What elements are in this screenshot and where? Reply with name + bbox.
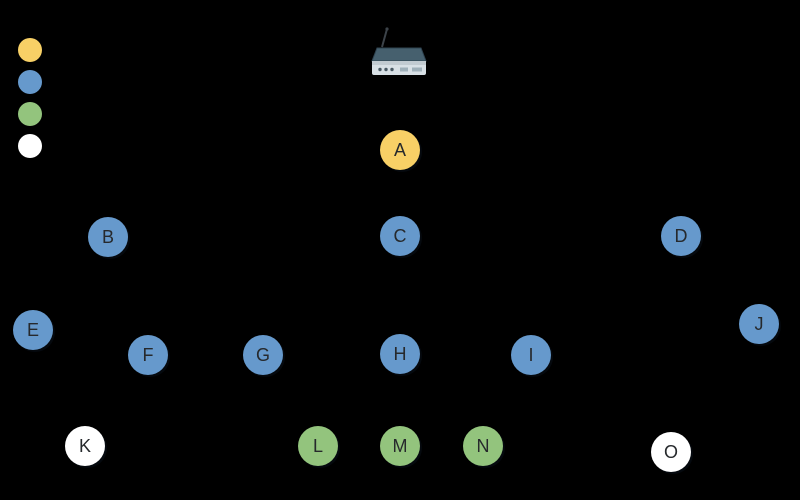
node-G[interactable]: G [243,335,283,375]
node-A[interactable]: A [380,130,420,170]
node-J[interactable]: J [739,304,779,344]
node-D[interactable]: D [661,216,701,256]
legend-swatch-blue [18,70,42,94]
node-H[interactable]: H [380,334,420,374]
legend [18,38,42,158]
node-C[interactable]: C [380,216,420,256]
node-M[interactable]: M [380,426,420,466]
node-I[interactable]: I [511,335,551,375]
node-E[interactable]: E [13,310,53,350]
node-B[interactable]: B [88,217,128,257]
node-L[interactable]: L [298,426,338,466]
legend-swatch-white [18,134,42,158]
node-N[interactable]: N [463,426,503,466]
legend-swatch-green [18,102,42,126]
legend-swatch-yellow [18,38,42,62]
wireless-router-icon [366,26,432,88]
node-O[interactable]: O [651,432,691,472]
node-F[interactable]: F [128,335,168,375]
node-K[interactable]: K [65,426,105,466]
